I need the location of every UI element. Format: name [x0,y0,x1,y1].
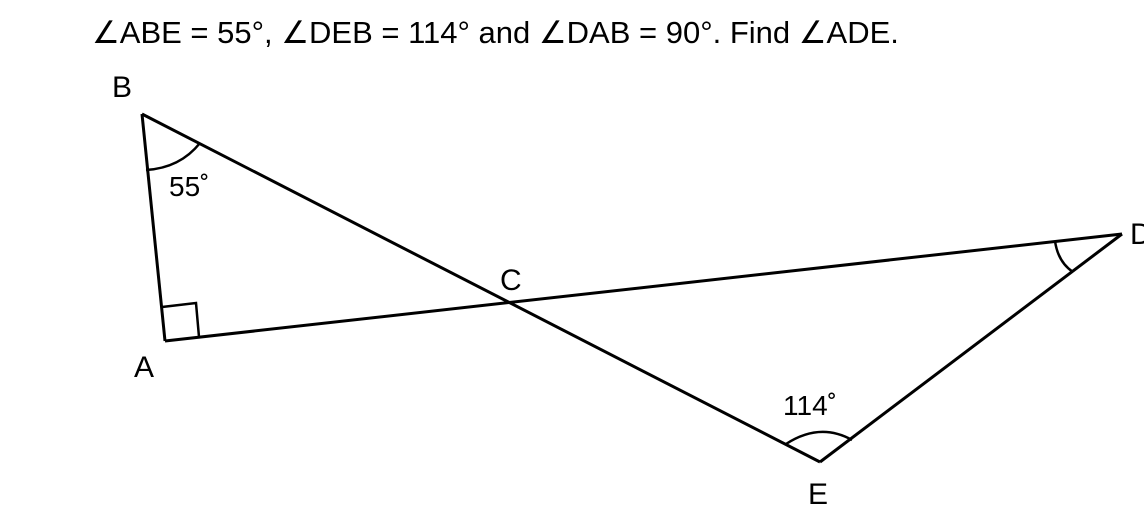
point-label-d: D [1130,218,1144,251]
angle-arc-b [145,142,201,172]
point-label-e: E [808,478,828,506]
angle-label-deb: 114˚ [783,390,837,421]
segment-ad [164,232,1123,343]
right-angle-marker-a [161,301,201,338]
angle-arc-d [1053,240,1074,274]
segment-ed [819,232,1123,464]
point-label-c: C [500,264,522,297]
angle-arc-e [785,430,853,446]
point-label-b: B [112,71,132,104]
segment-be [141,112,821,464]
point-label-a: A [134,351,154,384]
angle-label-abe: 55˚ [169,171,209,202]
problem-text: ∠ABE = 55°, ∠DEB = 114° and ∠DAB = 90°. … [92,15,899,50]
segment-ab [140,113,167,342]
